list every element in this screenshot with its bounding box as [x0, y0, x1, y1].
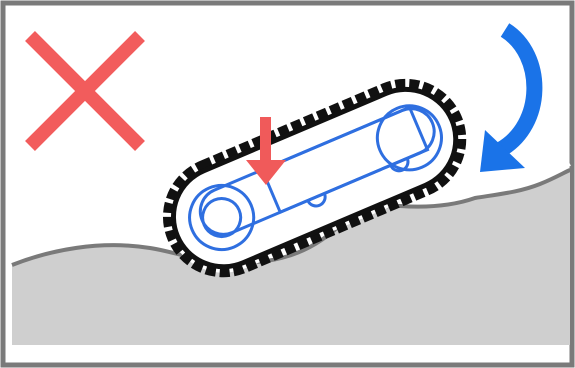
track-tipping-diagram — [0, 0, 575, 368]
diagram-frame — [0, 0, 575, 368]
